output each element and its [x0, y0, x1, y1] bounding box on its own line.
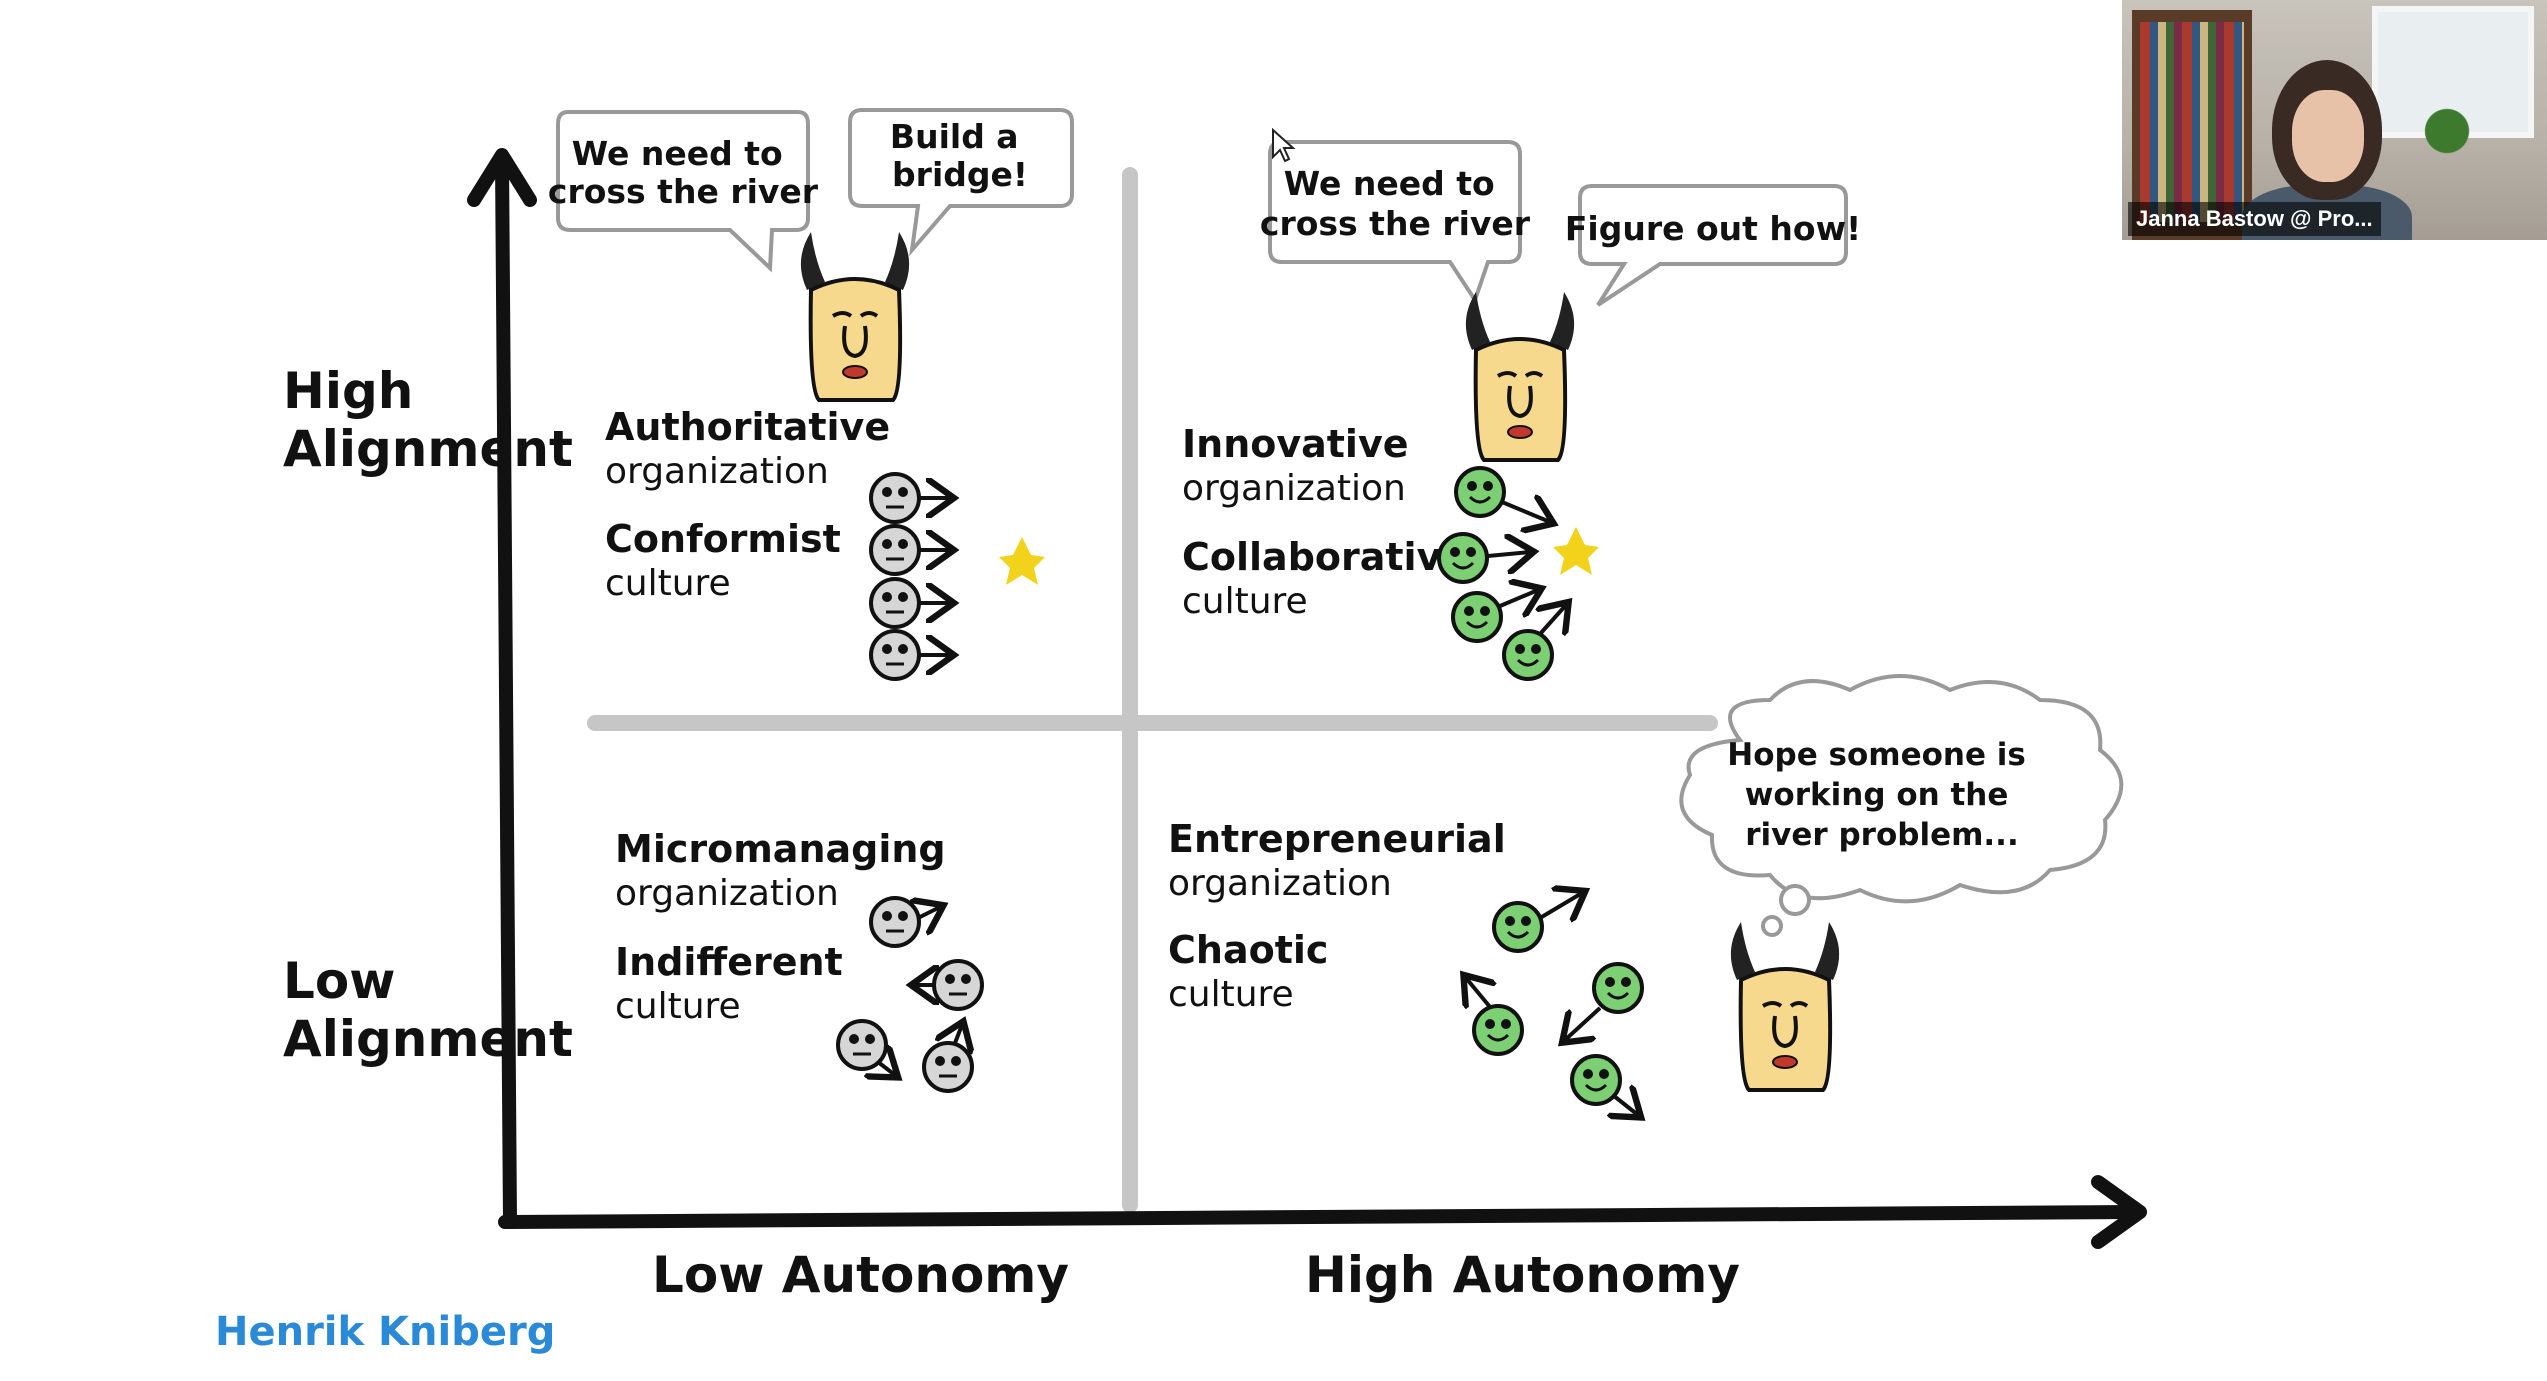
bubble-tl-response: Build a bridge! [848, 108, 1074, 257]
svg-text:Hope someone is working: Hope someone is working on the river pro… [1727, 737, 2036, 853]
person-icon [1472, 1004, 1524, 1056]
y-axis-arrowhead [467, 148, 537, 207]
svg-text:Build a bridge!: Build a bridge! [890, 117, 1030, 194]
participant-face [2292, 90, 2364, 182]
x-axis-arrow [498, 1205, 2142, 1229]
chaotic-team [1466, 893, 1642, 1115]
person-icon [932, 959, 984, 1011]
goal-star-icon [999, 537, 1045, 585]
person-icon [1451, 591, 1503, 643]
x-axis-high-label: High Autonomy [1305, 1246, 1740, 1304]
y-axis-low-label: Low Alignment [283, 952, 573, 1068]
person-icon [922, 1041, 974, 1093]
person-icon [1492, 901, 1544, 953]
quadrant-tl-org: Authoritative organization [605, 405, 895, 492]
person-icon [1592, 962, 1644, 1014]
quadrant-tr-culture: Collaborative culture [1182, 535, 1472, 622]
leader-icon-top-right [1463, 290, 1577, 462]
quadrant-br-culture: Chaotic culture [1168, 928, 1334, 1015]
person-icon [869, 629, 921, 681]
person-icon [869, 472, 921, 524]
bubble-tr-leader: We need to cross the river [1260, 140, 1531, 305]
collaborative-team [1437, 466, 1566, 681]
plant [2407, 95, 2487, 155]
person-icon [1570, 1054, 1622, 1106]
quadrant-bl-culture: Indifferent culture [615, 940, 848, 1027]
person-icon [1502, 629, 1554, 681]
svg-text:We need to cross the riv: We need to cross the river [1260, 164, 1531, 243]
mouse-cursor-icon [1272, 127, 1296, 163]
thought-bubble-bottom-right: Hope someone is working on the river pro… [1679, 674, 2124, 937]
bubble-tl-leader: We need to cross the river [548, 110, 819, 273]
quadrant-tl-culture: Conformist culture [605, 517, 846, 604]
conformist-team [869, 472, 950, 681]
quadrant-bl-org: Micromanaging organization [615, 827, 951, 914]
quadrant-br-org: Entrepreneurial organization [1168, 817, 1511, 904]
y-axis-arrow [495, 153, 517, 1229]
books [2140, 22, 2244, 222]
indifferent-team [836, 896, 984, 1093]
goal-star-icon [1553, 527, 1599, 575]
y-axis-high-label: High Alignment [283, 362, 573, 478]
x-axis-arrowhead [2091, 1175, 2147, 1249]
leader-icon-top-left [798, 230, 912, 402]
leader-icon-bottom-right [1728, 920, 1842, 1092]
quadrant-tr-org: Innovative organization [1182, 422, 1414, 509]
person-icon [869, 524, 921, 576]
person-icon [1437, 532, 1489, 584]
author-credit: Henrik Kniberg [215, 1309, 555, 1355]
person-icon [869, 896, 921, 948]
x-axis-low-label: Low Autonomy [652, 1246, 1069, 1304]
person-icon [1454, 466, 1506, 518]
participant-name-label: Janna Bastow @ Pro... [2128, 202, 2381, 236]
svg-text:Figure out how!: Figure out how! [1565, 209, 1861, 248]
svg-text:We need to cross the riv: We need to cross the river [548, 134, 819, 211]
participant-video-tile[interactable]: Janna Bastow @ Pro... [2122, 0, 2547, 240]
person-icon [869, 577, 921, 629]
bubble-tr-response: Figure out how! [1565, 184, 1861, 307]
